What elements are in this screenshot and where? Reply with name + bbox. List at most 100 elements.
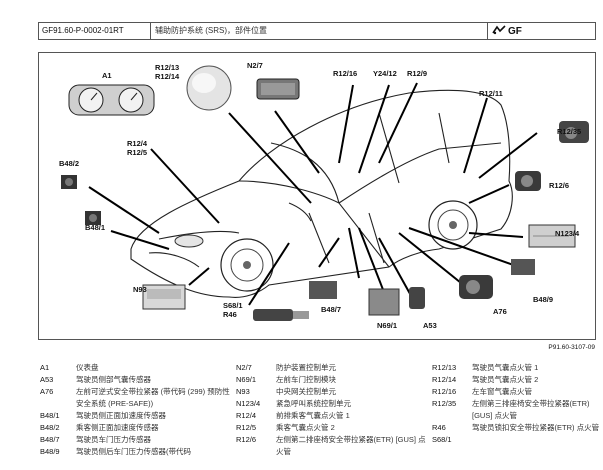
callout-n2-7: N2/7 — [247, 61, 263, 70]
legend-key: R12/13 — [432, 363, 457, 372]
legend-value: 乘客气囊点火管 2 — [276, 423, 335, 432]
legend-value: 乘客侧正面加速度传感器 — [76, 423, 159, 432]
legend-row: R12/13 驾驶员气囊点火管 1 — [432, 362, 603, 374]
callout-r12-16: R12/16 — [333, 69, 358, 78]
legend-row: R12/6 左侧第二排座椅安全带拉紧器(ETR) [GUS] 点火管 — [236, 434, 431, 458]
callout-n123-4: N123/4 — [555, 229, 580, 238]
callout-y24-12: Y24/12 — [373, 69, 397, 78]
callout-a1: A1 — [102, 71, 112, 80]
rear-door-pressure-sensor-icon — [511, 259, 535, 275]
legend-key: A53 — [40, 375, 54, 384]
legend-key: S68/1 — [432, 435, 452, 444]
callout-r12-5: R12/5 — [127, 148, 148, 157]
callout-b48-1: B48/1 — [85, 223, 106, 232]
side-sensor-icon — [409, 287, 425, 309]
legend-value: 驾驶员气囊点火管 1 — [472, 363, 539, 372]
legend-value: 左侧第二排座椅安全带拉紧器(ETR) [GUS] 点火管 — [276, 435, 426, 456]
legend-row: R12/14 驾驶员气囊点火管 2 — [432, 374, 603, 386]
leader-lines — [88, 82, 538, 306]
legend-value: 驾驶员锁扣安全带拉紧器(ETR) 点火管 — [472, 423, 600, 432]
legend-value: 前排乘客气囊点火管 1 — [276, 411, 350, 420]
legend-value: 左前可逆式安全带拉紧器 (带代码 (299) 预防性安全系统 (PRE-SAFE… — [76, 387, 230, 408]
legend-key: B48/1 — [40, 411, 60, 420]
callout-n93: N93 — [133, 285, 147, 294]
legend-key: N2/7 — [236, 363, 252, 372]
legend-row: R46 驾驶员锁扣安全带拉紧器(ETR) 点火管 — [432, 422, 603, 434]
legend-key: N123/4 — [236, 399, 261, 408]
legend-value: 驾驶员侧正面加速度传感器 — [76, 411, 166, 420]
callout-b48-2: B48/2 — [59, 159, 80, 168]
callout-s68-1: S68/1 — [223, 301, 243, 310]
component-illustration: A1 R12/13 R12/14 N2/7 R12/16 Y24/12 R12/… — [38, 52, 596, 340]
legend-key: R12/16 — [432, 387, 457, 396]
instrument-cluster-icon — [68, 84, 155, 116]
document-code: GF91.60-P-0002-01RT — [39, 23, 151, 39]
callout-r12-14: R12/14 — [155, 72, 180, 81]
legend-key: R12/4 — [236, 411, 257, 420]
legend-row: A1 仪表盘 — [40, 362, 235, 374]
document-title: 辅助防护系统 (SRS)，部件位置 — [151, 23, 488, 39]
headlight — [174, 234, 204, 248]
door-pressure-sensor-icon — [309, 281, 337, 299]
legend-key: B48/2 — [40, 423, 60, 432]
legend-key: A76 — [40, 387, 54, 396]
legend-key: A1 — [40, 363, 50, 372]
legend-row: B48/2 乘客侧正面加速度传感器 — [40, 422, 235, 434]
legend-value: 仪表盘 — [76, 363, 99, 372]
legend-row: R12/5 乘客气囊点火管 2 — [236, 422, 431, 434]
legend-value: 驾驶员侧部气囊传感器 — [76, 375, 151, 384]
callout-r46: R46 — [223, 310, 237, 319]
legend-row: R12/35 左侧第三排座椅安全带拉紧器(ETR) [GUS] 点火管 — [432, 398, 603, 422]
callout-r12-11: R12/11 — [479, 89, 503, 98]
legend-row: S68/1 — [432, 434, 603, 446]
front-sensor-right-icon — [61, 175, 77, 189]
callout-r12-35: R12/35 — [557, 127, 582, 136]
legend-column-1: A1 仪表盘 A53 驾驶员侧部气囊传感器 A76 左前可逆式安全带拉紧器 (带代码 … — [40, 362, 235, 458]
rear-wheel — [428, 200, 478, 250]
legend-value: 左车窗气囊点火管 — [472, 387, 532, 396]
legend-key: N69/1 — [236, 375, 257, 384]
legend-row: A53 驾驶员侧部气囊传感器 — [40, 374, 235, 386]
document-symbol-icon — [492, 22, 506, 40]
legend-value — [472, 434, 603, 446]
legend-value: 紧急呼叫系统控制单元 — [276, 399, 351, 408]
callout-b48-7: B48/7 — [321, 305, 342, 314]
legend-row: B48/1 驾驶员侧正面加速度传感器 — [40, 410, 235, 422]
gf-logo: GF — [488, 23, 595, 39]
callout-n69-1: N69/1 — [377, 321, 398, 330]
legend-value: 驾驶员侧后车门压力传感器(带代码 — [76, 447, 191, 456]
legend-row: A76 左前可逆式安全带拉紧器 (带代码 (299) 预防性安全系统 (PRE-S… — [40, 386, 235, 410]
callout-a53: A53 — [423, 321, 437, 330]
legend-key: R12/35 — [432, 399, 457, 408]
legend-key: R12/5 — [236, 423, 257, 432]
legend-row: N123/4 紧急呼叫系统控制单元 — [236, 398, 431, 410]
front-wheel — [220, 238, 274, 292]
legend-value: 中央网关控制单元 — [276, 387, 336, 396]
legend-key: R12/14 — [432, 375, 457, 384]
legend-key: B48/7 — [40, 435, 60, 444]
pretensioner-second-row-icon — [515, 171, 541, 191]
legend-value: 左侧第三排座椅安全带拉紧器(ETR) [GUS] 点火管 — [472, 399, 590, 420]
callout-r12-4: R12/4 — [127, 139, 148, 148]
legend-row: R12/4 前排乘客气囊点火管 1 — [236, 410, 431, 422]
document-header: GF91.60-P-0002-01RT 辅助防护系统 (SRS)，部件位置 GF — [38, 22, 596, 40]
restraint-control-unit-icon — [256, 78, 300, 100]
central-gateway-icon — [142, 284, 186, 310]
callout-r12-6: R12/6 — [549, 181, 570, 190]
legend-row: R12/16 左车窗气囊点火管 — [432, 386, 603, 398]
legend-key: R46 — [432, 423, 446, 432]
buckle-switch-icon — [253, 309, 309, 321]
legend-value: 驾驶员气囊点火管 2 — [472, 375, 539, 384]
legend-key: R12/6 — [236, 435, 257, 444]
callout-b48-9: B48/9 — [533, 295, 554, 304]
emergency-call-unit-icon — [528, 224, 576, 248]
legend-value: 左前车门控制模块 — [276, 375, 336, 384]
callout-a76: A76 — [493, 307, 507, 316]
figure-id: P91.60-3107-09 — [548, 344, 595, 351]
vehicle-outline — [130, 89, 513, 298]
